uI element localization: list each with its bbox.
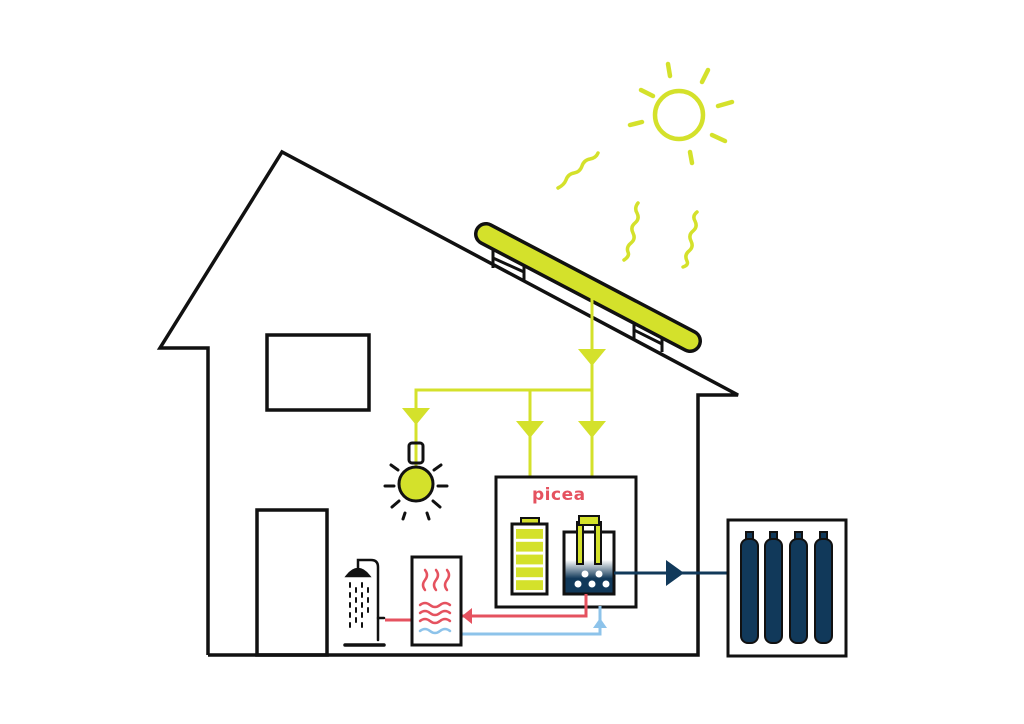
boiler-icon (410, 555, 463, 647)
battery-cell (516, 529, 543, 539)
battery-cell (516, 541, 543, 552)
electrolyzer-icon (562, 515, 616, 596)
shower-icon (343, 558, 386, 647)
battery-cell (516, 554, 543, 565)
sunlight-wave-2 (622, 201, 640, 262)
house (156, 149, 739, 657)
battery-cell (516, 567, 543, 578)
hydrogen-pipe (614, 560, 728, 586)
arrow-down-main (578, 349, 606, 366)
sunlight-wave-1 (556, 151, 600, 190)
battery-cells (516, 529, 543, 590)
gas-cylinders-icon (726, 518, 848, 658)
arrow-down-battery (516, 421, 544, 438)
battery-icon (510, 517, 549, 596)
arrow-left-hot-water (462, 608, 472, 624)
arrow-right-hydrogen (666, 560, 684, 586)
brand-label: picea (532, 485, 586, 505)
cold-water-pipe (462, 606, 602, 636)
arrow-up-cold-water (593, 618, 607, 628)
electricity-arrows (402, 349, 606, 438)
house-window (265, 333, 371, 412)
sunlight-wave-3 (681, 210, 699, 269)
house-door (255, 508, 329, 657)
battery-cell (516, 580, 543, 590)
arrow-down-bulb (402, 408, 430, 425)
light-bulb-icon (383, 441, 449, 521)
house-outline (156, 149, 739, 657)
sun-icon (627, 61, 735, 166)
solar-panel-icon (474, 222, 702, 353)
sunlight-waves (556, 151, 699, 269)
hot-water-pipe (385, 594, 588, 622)
arrow-down-electrolyzer (578, 421, 606, 438)
